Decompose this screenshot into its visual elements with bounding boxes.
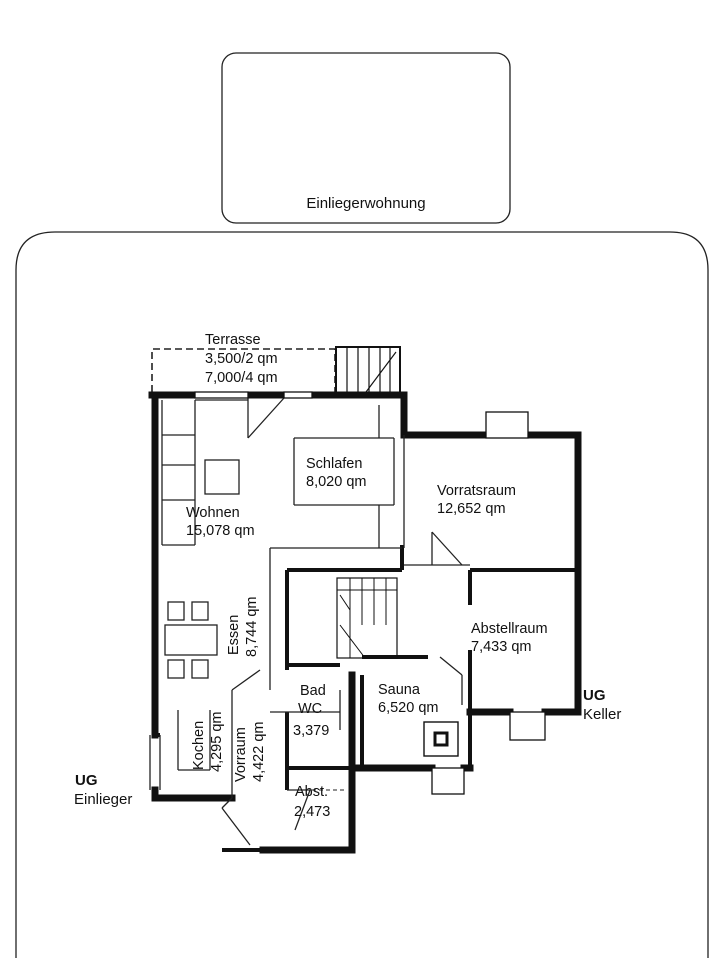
abstellraum-area: 7,433 qm — [471, 639, 531, 655]
wohnen-area: 15,078 qm — [186, 523, 255, 539]
vorratsraum-area: 12,652 qm — [437, 501, 506, 517]
header-box — [221, 52, 511, 224]
schlafen-area: 8,020 qm — [306, 474, 366, 490]
room-labels: Terrasse 3,500/2 qm 7,000/4 qm Schlafen … — [186, 332, 548, 820]
vorraum-area: 4,422 qm — [251, 722, 267, 782]
thin-walls — [149, 395, 470, 846]
bad-label: Bad — [300, 683, 326, 699]
sauna-oven — [423, 721, 459, 757]
vorratsraum-label: Vorratsraum — [437, 483, 516, 499]
main-frame — [15, 231, 709, 958]
abst-label: Abst. — [295, 784, 328, 800]
windows — [194, 391, 546, 795]
vorraum-label: Vorraum — [233, 727, 249, 782]
ug-keller-name: Keller — [583, 706, 621, 723]
bad-area: 3,379 — [293, 723, 329, 739]
outer-walls — [148, 391, 582, 854]
kochen-label: Kochen — [191, 721, 207, 770]
wohnen-label: Wohnen — [186, 505, 240, 521]
header-box-label: Einliegerwohnung — [306, 195, 425, 212]
abstellraum-label: Abstellraum — [471, 621, 548, 637]
ug-einlieger-name: Einlieger — [74, 791, 132, 808]
wc-label: WC — [298, 701, 322, 717]
ug-einlieger-code: UG — [75, 772, 98, 789]
kochen-area: 4,295 qm — [209, 712, 225, 772]
terrace-stairs — [335, 346, 401, 396]
interior-stairs — [336, 577, 398, 659]
terrasse-area2: 7,000/4 qm — [205, 370, 278, 386]
schlafen-label: Schlafen — [306, 456, 362, 472]
essen-label: Essen — [226, 615, 242, 655]
sauna-area: 6,520 qm — [378, 700, 438, 716]
ug-keller-code: UG — [583, 687, 606, 704]
terrasse-label: Terrasse — [205, 332, 261, 348]
abst-area: 2,473 — [294, 804, 330, 820]
essen-area: 8,744 qm — [244, 597, 260, 657]
terrasse-area1: 3,500/2 qm — [205, 351, 278, 367]
interior-walls — [155, 545, 578, 852]
sauna-label: Sauna — [378, 682, 421, 698]
